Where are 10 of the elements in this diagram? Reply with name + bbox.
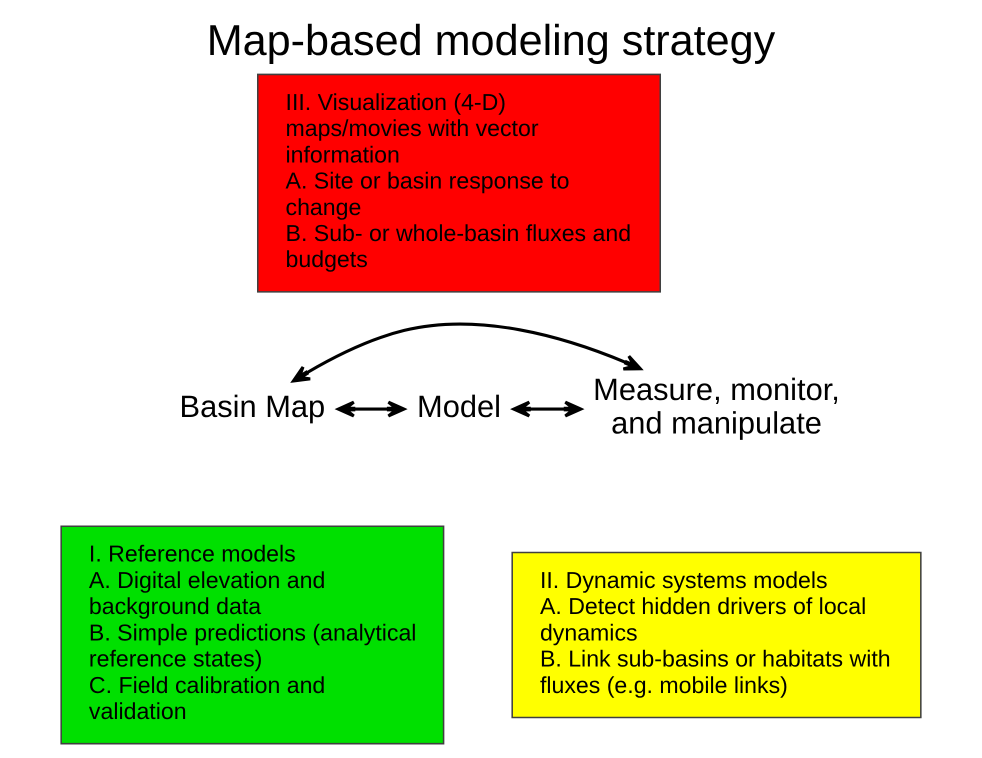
arrow [512,400,582,418]
node-box: I. Reference models A. Digital elevation and background data B. Simple predictions (analytical reference states) C. Field calibration and validation [60,526,444,744]
node-box: II. Dynamic systems models A. Detect hidden drivers of local dynamics B. Link sub-basins or habitats with fluxes (e.g. mobile links) [511,552,922,718]
node-box: III. Visualization (4-D) maps/movies with vector information A. Site or basin response to change B. Sub- or whole-basin fluxes and budgets [257,74,661,293]
diagram-title: Map-based modeling strategy [206,17,776,66]
arrow [336,400,406,418]
arrow [292,322,642,382]
node-text: Basin Map [180,388,326,424]
node-text: Measure, monitor, and manipulate [593,372,840,441]
node-text: Model [417,388,501,424]
